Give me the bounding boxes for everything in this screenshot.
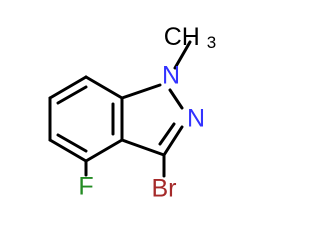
methyl-label: CH 3 — [164, 23, 217, 53]
structure-canvas: N N Br F CH 3 — [48, 23, 217, 203]
atom-n2-label: N — [187, 105, 205, 133]
bond-n1-n2 — [168, 88, 184, 110]
methyl-subscript: 3 — [207, 33, 216, 52]
bond-n1-methyl — [173, 40, 192, 70]
atom-br-label: Br — [152, 175, 177, 203]
bond-ring-inner-1 — [56, 85, 88, 105]
bond-ring-1 — [48, 75, 88, 100]
bond-ring-5 — [48, 138, 88, 163]
bond-c3-c3a — [120, 138, 166, 157]
bond-ring-inner-3 — [56, 133, 88, 153]
bond-n2-c3-inner — [158, 122, 176, 146]
atom-f-label: F — [78, 173, 93, 201]
methyl-ch-label: CH — [164, 23, 200, 51]
atom-n1-label: N — [162, 62, 180, 90]
bond-ring-2 — [84, 75, 124, 100]
molecule-diagram: N N Br F CH 3 — [48, 22, 217, 203]
bond-c7a-n1 — [120, 83, 162, 100]
bond-ring-4 — [84, 138, 124, 163]
bond-n2-c3 — [162, 125, 184, 157]
